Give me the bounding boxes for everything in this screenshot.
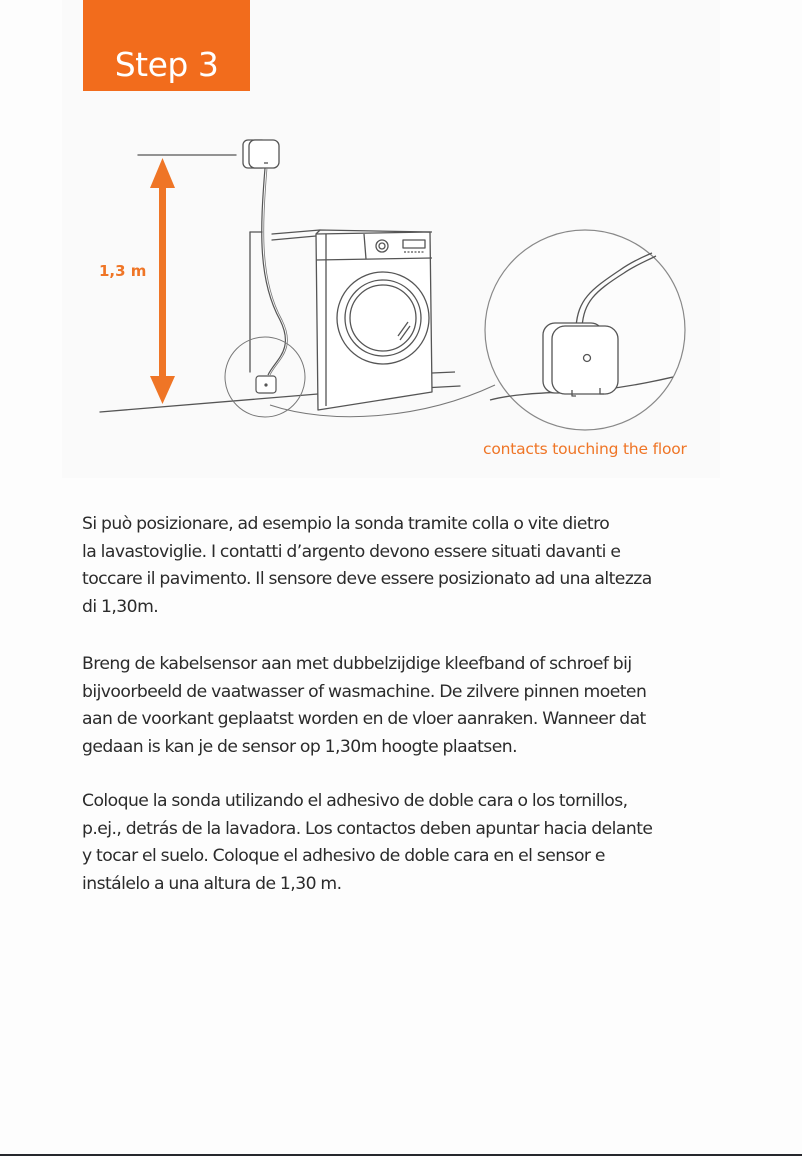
- page-bottom-border: [0, 1154, 802, 1156]
- floor-sensor-small-icon: [255, 375, 277, 394]
- step-label: Step 3: [114, 45, 219, 84]
- text-line: di 1,30m.: [82, 596, 159, 617]
- text-line: Si può posizionare, ad esempio la sonda …: [82, 514, 610, 534]
- diagram-caption: contacts touching the floor: [483, 440, 687, 458]
- text-line: y tocar el suelo. Coloque el adhesivo de…: [82, 846, 605, 866]
- text-line: bijvoorbeeld de vaatwasser of wasmachine…: [82, 681, 647, 702]
- text-line: Breng de kabelsensor aan met dubbelzijdi…: [82, 654, 632, 674]
- text-line: la lavastoviglie. I contatti d’argento d…: [82, 541, 621, 562]
- height-arrow-icon: [150, 158, 175, 404]
- text-line: Coloque la sonda utilizando el adhesivo …: [82, 791, 628, 811]
- instructions-spanish: Coloque la sonda utilizando el adhesivo …: [82, 788, 732, 898]
- instructions-dutch: Breng de kabelsensor aan met dubbelzijdi…: [82, 651, 732, 761]
- washing-machine-icon: [315, 229, 456, 411]
- sensor-cable: [261, 167, 286, 376]
- text-line: aan de voorkant geplaatst worden en de v…: [82, 709, 646, 729]
- instructions-italian: Si può posizionare, ad esempio la sonda …: [82, 511, 732, 621]
- text-line: toccare il pavimento. Il sensore deve es…: [82, 569, 652, 589]
- height-label: 1,3 m: [99, 262, 147, 280]
- wall-sensor-icon: [242, 139, 280, 169]
- floor-sensor-icon: [489, 252, 674, 401]
- text-line: p.ej., detrás de la lavadora. Los contac…: [82, 818, 653, 839]
- text-line: gedaan is kan je de sensor op 1,30m hoog…: [82, 736, 518, 757]
- installation-diagram: [99, 139, 686, 431]
- step-badge: Step 3: [83, 0, 250, 91]
- magnifier-circle-icon: [224, 336, 306, 418]
- text-line: instálelo a una altura de 1,30 m.: [82, 873, 342, 894]
